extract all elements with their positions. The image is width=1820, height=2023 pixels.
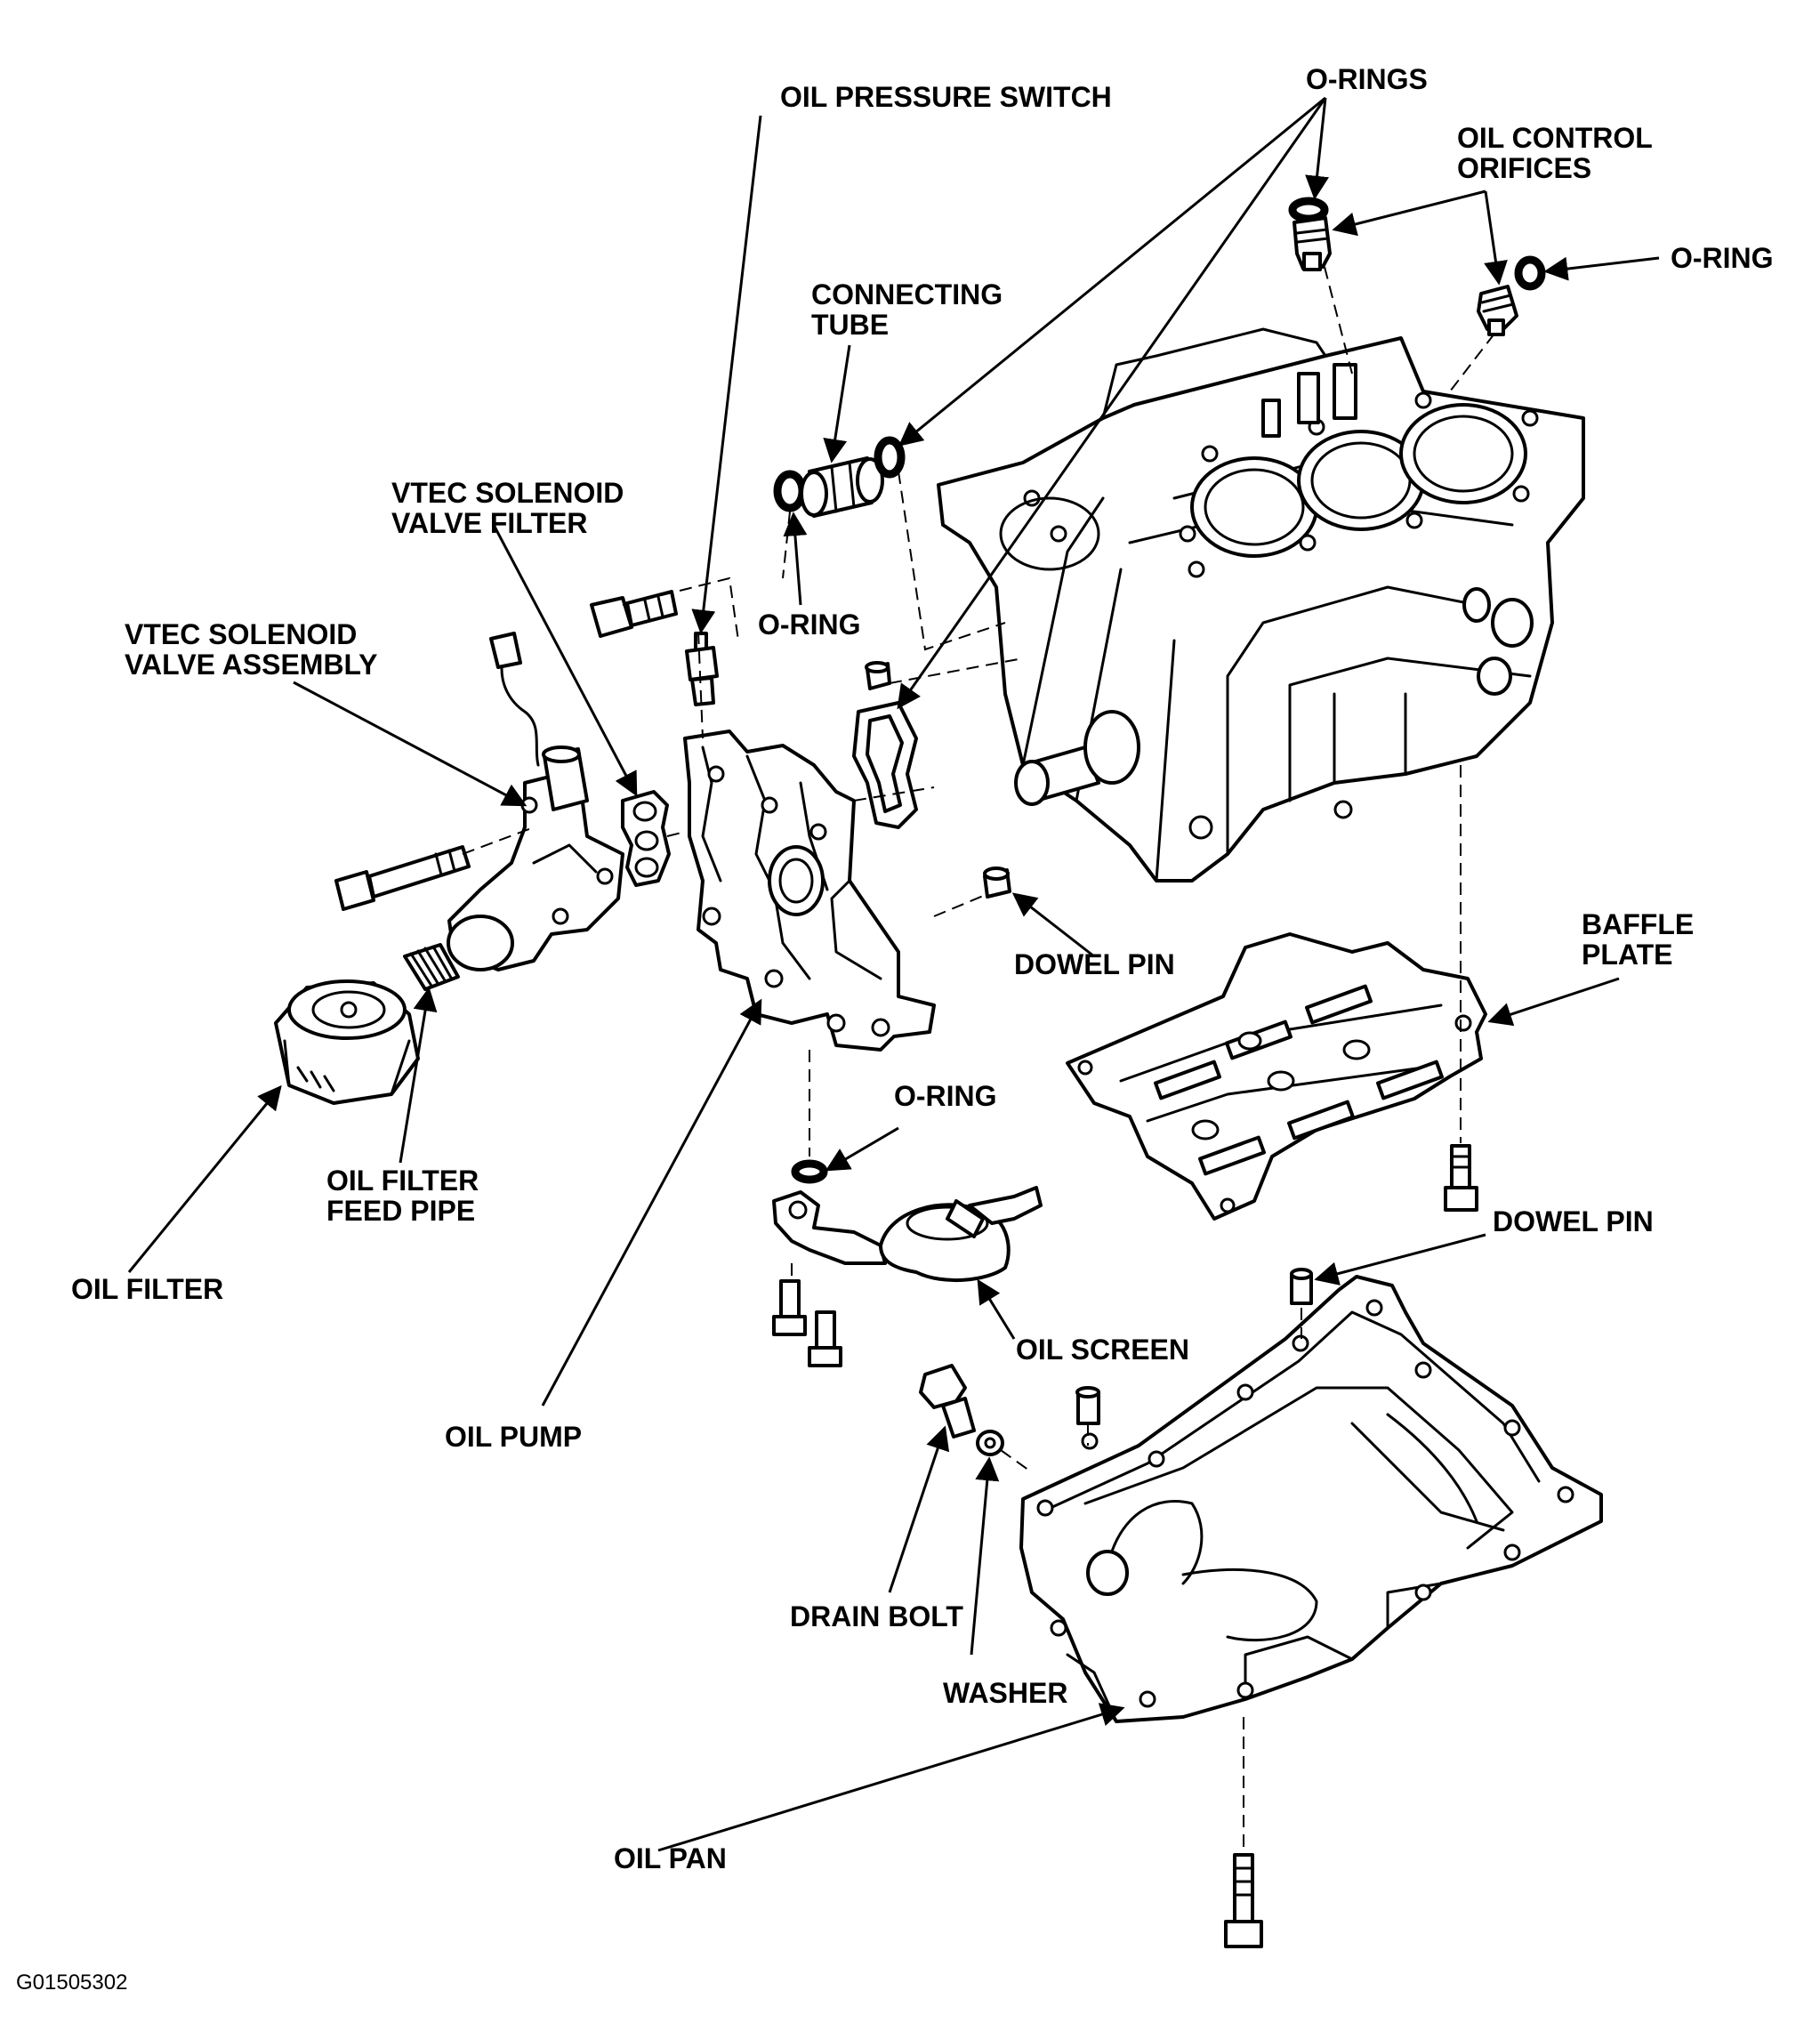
pump-gasket: [852, 701, 918, 829]
vtec-solenoid-valve-assembly: [447, 632, 624, 971]
label-dowel-pin-block: DOWEL PIN: [1014, 948, 1175, 980]
label-dowel-pin-pan: DOWEL PIN: [1493, 1205, 1654, 1237]
leader-o-ring-screen: [825, 1126, 899, 1172]
label-o-ring-right: O-RING: [1671, 242, 1774, 274]
oil-screen: [772, 1186, 1043, 1282]
baffle-bolt: [1444, 1144, 1478, 1212]
oil-filter: [274, 979, 420, 1105]
label-o-rings-top: O-RINGS: [1306, 63, 1428, 95]
leader-dowel-pin-block: [1011, 892, 1095, 958]
oil-pump: [683, 729, 936, 1052]
washer: [976, 1430, 1004, 1456]
figure-code: G01505302: [16, 1971, 128, 1995]
leader-o-rings-1: [1305, 97, 1330, 200]
leader-baffle-plate: [1487, 977, 1620, 1027]
vtec-bolt: [334, 845, 471, 911]
engine-block: [937, 327, 1585, 883]
leader-oil-pan: [657, 1703, 1125, 1852]
leader-feed-pipe: [399, 987, 438, 1164]
leader-dowel-pin-pan: [1314, 1233, 1486, 1286]
label-oil-pan: OIL PAN: [614, 1842, 727, 1874]
vtec-solenoid-valve-filter: [621, 790, 671, 887]
oil-control-orifice-left: [1293, 216, 1332, 271]
oil-pressure-switch: [685, 632, 719, 706]
leader-washer: [970, 1456, 1000, 1656]
leader-o-rings-3: [897, 97, 1327, 710]
leader-oil-screen: [977, 1278, 1016, 1340]
dowel-pin-block: [983, 866, 1011, 899]
leader-oil-pressure-switch: [691, 115, 762, 634]
dowel-pin-upper: [865, 661, 891, 690]
label-oil-screen: OIL SCREEN: [1016, 1334, 1189, 1366]
oil-filter-feed-pipe: [403, 943, 460, 991]
leader-vtec-filter: [492, 524, 638, 797]
drain-bolt: [919, 1364, 976, 1439]
alignment-lines: [462, 266, 1495, 1850]
baffle-plate: [1066, 932, 1487, 1221]
leader-oil-filter: [127, 1084, 282, 1273]
o-ring-right: [1514, 255, 1546, 291]
label-oil-filter: OIL FILTER: [71, 1273, 224, 1305]
leader-o-ring-tube: [783, 512, 808, 606]
label-oil-pump: OIL PUMP: [445, 1421, 583, 1453]
o-ring-screen: [791, 1159, 828, 1184]
label-drain-bolt: DRAIN BOLT: [790, 1600, 963, 1632]
leader-orifices-left: [1332, 189, 1486, 237]
pan-dowel-left: [1075, 1386, 1100, 1425]
leader-drain-bolt: [888, 1425, 950, 1593]
leader-connecting-tube: [823, 344, 851, 463]
connecting-tube: [773, 436, 906, 518]
leader-orifices-right: [1484, 190, 1508, 286]
label-washer: WASHER: [943, 1677, 1068, 1709]
pan-bolt: [1224, 1853, 1263, 1948]
label-oil-pressure-switch: OIL PRESSURE SWITCH: [780, 81, 1112, 113]
leader-lines: [127, 96, 1660, 1852]
label-o-ring-screen: O-RING: [894, 1080, 997, 1112]
leader-vtec-assembly: [293, 681, 527, 807]
dowel-pin-pan: [1290, 1268, 1313, 1305]
oil-control-orifice-right: [1477, 285, 1518, 336]
pump-bolt-upper: [590, 590, 678, 638]
label-o-ring-tube: O-RING: [758, 609, 861, 641]
leader-oil-pump: [541, 998, 762, 1406]
screen-bolts: [772, 1279, 842, 1367]
leader-o-rings-2: [898, 96, 1326, 447]
o-ring-top-orifice: [1288, 197, 1329, 223]
oil-pan: [1019, 1275, 1603, 1723]
leader-o-ring-right: [1543, 256, 1660, 281]
